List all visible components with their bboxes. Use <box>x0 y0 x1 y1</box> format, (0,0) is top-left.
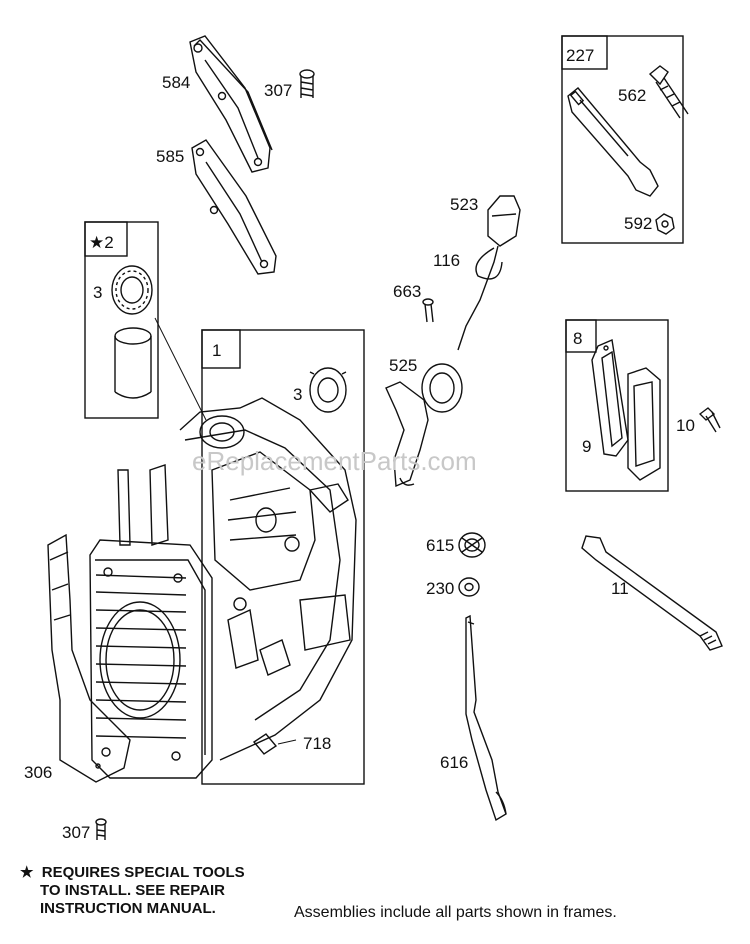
frame-8-box <box>565 319 669 492</box>
breather-cover-drawing <box>627 367 661 481</box>
bolt-10-drawing <box>698 407 721 433</box>
label-523: 523 <box>450 195 478 214</box>
nut-592-drawing <box>655 213 675 235</box>
note-line-2: TO INSTALL. SEE REPAIR <box>40 882 226 899</box>
bracket-227-drawing <box>567 87 659 197</box>
gasket-9-drawing <box>591 339 629 457</box>
frame-2-label: ★2 <box>89 233 114 252</box>
shaft-616-drawing <box>465 614 507 822</box>
bolt-307-bottom-drawing <box>95 818 107 840</box>
note-line-1: REQUIRES SPECIAL TOOLS <box>41 864 245 881</box>
label-3-frame2: 3 <box>93 283 102 302</box>
label-306: 306 <box>24 763 52 782</box>
frame-8-label: 8 <box>573 329 582 348</box>
special-tools-note: ★ REQUIRES SPECIAL TOOLS TO INSTALL. SEE… <box>20 864 245 918</box>
frame-1-box <box>201 329 365 785</box>
note-line-3: INSTRUCTION MANUAL. <box>40 900 216 917</box>
gasket-584-drawing <box>189 35 273 173</box>
bushing-drawing <box>114 327 152 399</box>
label-3-frame1: 3 <box>293 385 302 404</box>
label-663: 663 <box>393 282 421 301</box>
label-525: 525 <box>389 356 417 375</box>
label-585: 585 <box>156 147 184 166</box>
label-307-bottom: 307 <box>62 823 90 842</box>
label-9: 9 <box>582 437 591 456</box>
label-307-top: 307 <box>264 81 292 100</box>
dowel-pin-718-drawing <box>252 733 297 755</box>
label-592: 592 <box>624 214 652 233</box>
screw-663-drawing <box>422 298 434 323</box>
oil-seal-3-drawing <box>111 265 153 315</box>
frame-227-box <box>561 35 684 244</box>
gasket-585-drawing <box>191 139 277 275</box>
bolt-562-drawing <box>648 65 689 119</box>
label-10: 10 <box>676 416 695 435</box>
label-584: 584 <box>162 73 190 92</box>
label-562: 562 <box>618 86 646 105</box>
air-guide-306-drawing <box>47 533 131 783</box>
frame-1-label: 1 <box>212 341 221 360</box>
label-718: 718 <box>303 734 331 753</box>
oil-fill-tube-525-drawing <box>385 363 463 488</box>
frame-227-label: 227 <box>566 46 594 65</box>
label-11: 11 <box>611 579 629 598</box>
bolt-307-top-drawing <box>299 69 315 98</box>
watermark-text: eReplacementParts.com <box>192 446 477 476</box>
label-615: 615 <box>426 536 454 555</box>
label-230: 230 <box>426 579 454 598</box>
oil-seal-3b-drawing <box>309 367 347 413</box>
dipstick-523-drawing <box>457 195 521 351</box>
tube-11-drawing <box>581 535 723 651</box>
washer-230-drawing <box>458 577 480 597</box>
label-116: 116 <box>433 251 460 270</box>
assemblies-footer: Assemblies include all parts shown in fr… <box>294 904 617 921</box>
cylinder-block-drawing <box>89 397 357 779</box>
star-icon: ★ <box>20 864 34 881</box>
label-616: 616 <box>440 753 468 772</box>
nut-615-drawing <box>458 532 486 558</box>
